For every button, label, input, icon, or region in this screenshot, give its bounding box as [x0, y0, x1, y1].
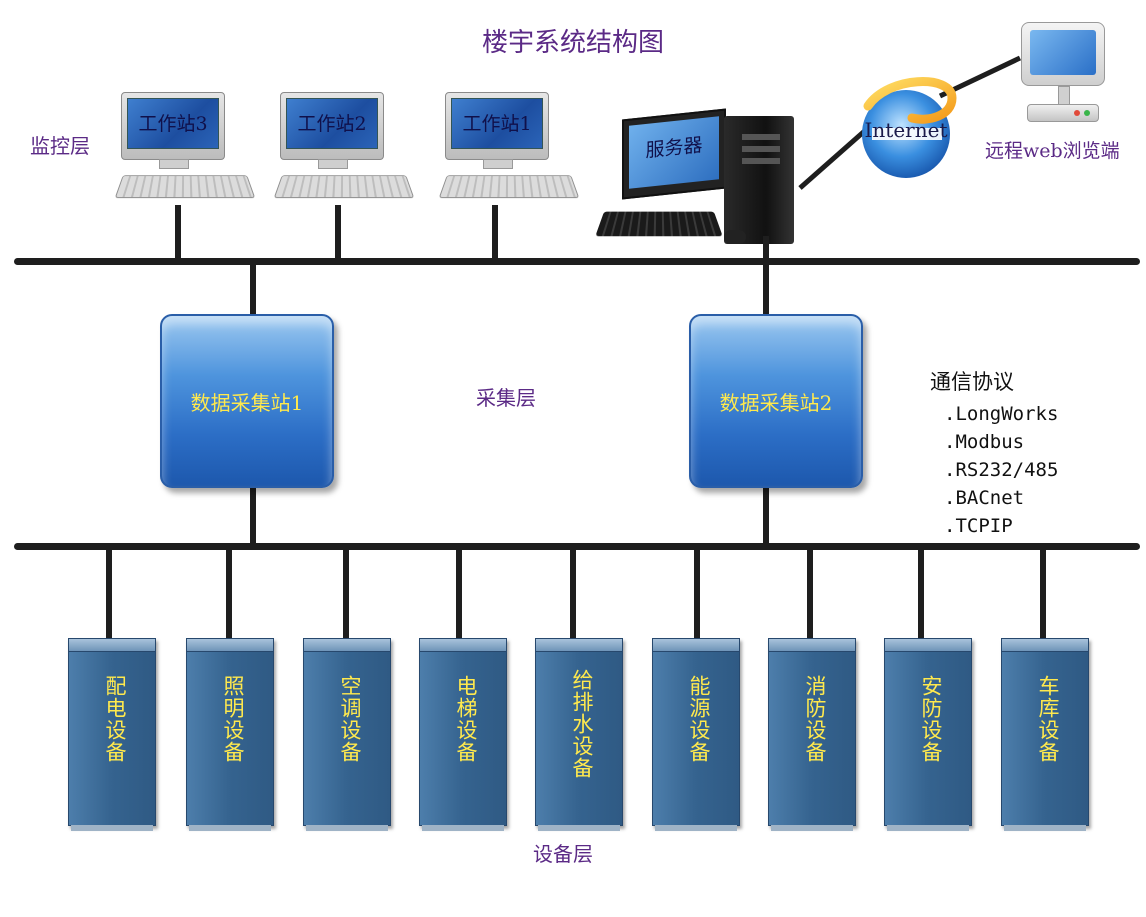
remote-terminal[interactable]: [1018, 22, 1108, 132]
device-link: [226, 548, 232, 640]
station1-top-link: [250, 264, 256, 316]
device-link: [1040, 548, 1046, 640]
internet-label: Internet: [864, 118, 948, 142]
station2-top-link: [763, 256, 769, 316]
device-power-distribution[interactable]: 配电设备: [68, 638, 156, 831]
monitor-stand: [483, 159, 513, 169]
device-link: [570, 548, 576, 640]
device-label: 车库设备: [1036, 675, 1060, 763]
monitor-icon: 工作站1: [445, 92, 549, 160]
workstation-3-label: 工作站3: [127, 98, 219, 149]
workstation-1[interactable]: 工作站1: [438, 92, 580, 207]
server-tower-icon: [724, 116, 794, 244]
device-water-supply[interactable]: 给排水设备: [535, 638, 623, 831]
data-station-2[interactable]: 数据采集站2: [689, 314, 863, 488]
device-label: 配电设备: [103, 675, 127, 763]
data-station-1[interactable]: 数据采集站1: [160, 314, 334, 488]
mouse-icon: [724, 230, 746, 244]
layer-label-device: 设备层: [533, 842, 593, 866]
device-label: 照明设备: [221, 675, 245, 763]
protocol-list: 通信协议 .LongWorks .Modbus .RS232/485 .BACn…: [930, 366, 1058, 540]
server[interactable]: 服务器: [595, 106, 806, 256]
remote-label: 远程web浏览端: [985, 140, 1120, 162]
protocol-item: .RS232/485: [944, 459, 1059, 481]
monitor-stand: [159, 159, 189, 169]
remote-stand: [1058, 86, 1070, 106]
device-bus: [14, 543, 1140, 550]
internet-explorer-icon: [862, 77, 957, 178]
workstation3-link: [175, 205, 181, 260]
workstation-1-label: 工作站1: [451, 98, 543, 149]
workstation-2-label: 工作站2: [286, 98, 378, 149]
device-link: [456, 548, 462, 640]
server-internet-link: [798, 126, 870, 190]
internet-node[interactable]: Internet: [848, 72, 964, 188]
device-fire-protection[interactable]: 消防设备: [768, 638, 856, 831]
station2-bottom-link: [763, 488, 769, 544]
device-energy[interactable]: 能源设备: [652, 638, 740, 831]
workstation2-link: [335, 205, 341, 260]
monitor-icon: 工作站2: [280, 92, 384, 160]
protocol-item: .LongWorks: [944, 403, 1059, 425]
layer-label-monitor: 监控层: [30, 134, 90, 158]
protocol-title: 通信协议: [930, 370, 1014, 394]
device-label: 电梯设备: [454, 675, 478, 763]
device-link: [343, 548, 349, 640]
station1-bottom-link: [250, 488, 256, 544]
protocol-item: .Modbus: [944, 431, 1025, 453]
protocol-item: .BACnet: [944, 487, 1025, 509]
device-label: 空调设备: [338, 675, 362, 763]
device-security[interactable]: 安防设备: [884, 638, 972, 831]
remote-base-icon: [1027, 104, 1099, 122]
remote-monitor-icon: [1021, 22, 1105, 86]
device-label: 给排水设备: [570, 669, 594, 779]
device-link: [694, 548, 700, 640]
device-garage[interactable]: 车库设备: [1001, 638, 1089, 831]
workstation-3[interactable]: 工作站3: [114, 92, 256, 207]
device-air-conditioning[interactable]: 空调设备: [303, 638, 391, 831]
device-label: 安防设备: [919, 675, 943, 763]
device-link: [918, 548, 924, 640]
server-link: [763, 236, 769, 260]
monitor-bus: [14, 258, 1140, 265]
device-label: 消防设备: [803, 675, 827, 763]
workstation-2[interactable]: 工作站2: [273, 92, 415, 207]
device-label: 能源设备: [687, 675, 711, 763]
device-link: [106, 548, 112, 640]
device-elevator[interactable]: 电梯设备: [419, 638, 507, 831]
layer-label-collect: 采集层: [476, 386, 536, 410]
diagram-title: 楼宇系统结构图: [481, 28, 664, 58]
device-lighting[interactable]: 照明设备: [186, 638, 274, 831]
protocol-item: .TCPIP: [944, 515, 1013, 537]
workstation1-link: [492, 205, 498, 260]
monitor-stand: [318, 159, 348, 169]
device-link: [807, 548, 813, 640]
